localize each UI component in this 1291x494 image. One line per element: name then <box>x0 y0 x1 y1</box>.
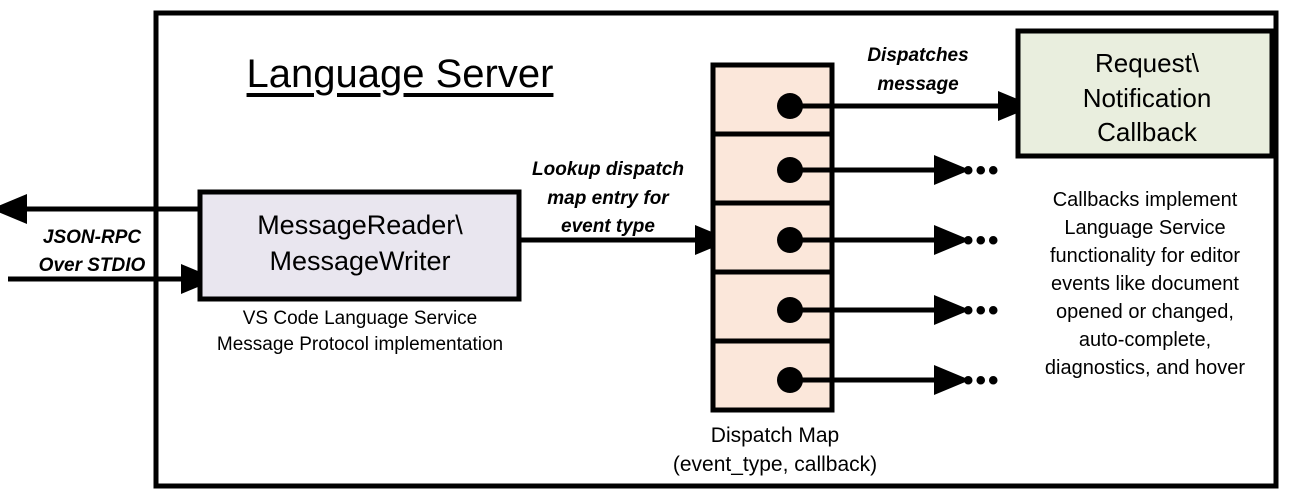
jsonrpc-transport-label: JSON-RPC Over STDIO <box>38 227 146 276</box>
page-title: Language Server <box>246 52 554 96</box>
language-server-boundary <box>153 10 1279 489</box>
message-reader-writer-caption: VS Code Language Service Message Protoco… <box>216 308 504 355</box>
ellipsis-row-4: ••• <box>963 294 1001 327</box>
dispatch-map-cell-5 <box>710 338 835 413</box>
dispatch-map-caption: Dispatch Map (event_type, callback) <box>672 424 878 477</box>
callback-box-caption: Callbacks implement Language Service fun… <box>1044 189 1246 379</box>
dispatch-map-cell-4 <box>710 269 835 344</box>
dispatch-map-cell-1 <box>710 62 835 137</box>
callback-box-label: Request\ Notification Callback <box>1082 48 1212 148</box>
request-notification-callback-box <box>1015 28 1275 159</box>
dispatches-message-label: Dispatches message <box>867 45 969 95</box>
ellipsis-row-2: ••• <box>963 154 1001 187</box>
lookup-dispatch-label: Lookup dispatch map entry for event type <box>532 159 684 237</box>
ellipsis-row-3: ••• <box>963 224 1001 257</box>
message-reader-writer-box <box>197 189 522 302</box>
ellipsis-row-5: ••• <box>963 364 1001 397</box>
message-reader-writer-label: MessageReader\ MessageWriter <box>257 210 463 276</box>
